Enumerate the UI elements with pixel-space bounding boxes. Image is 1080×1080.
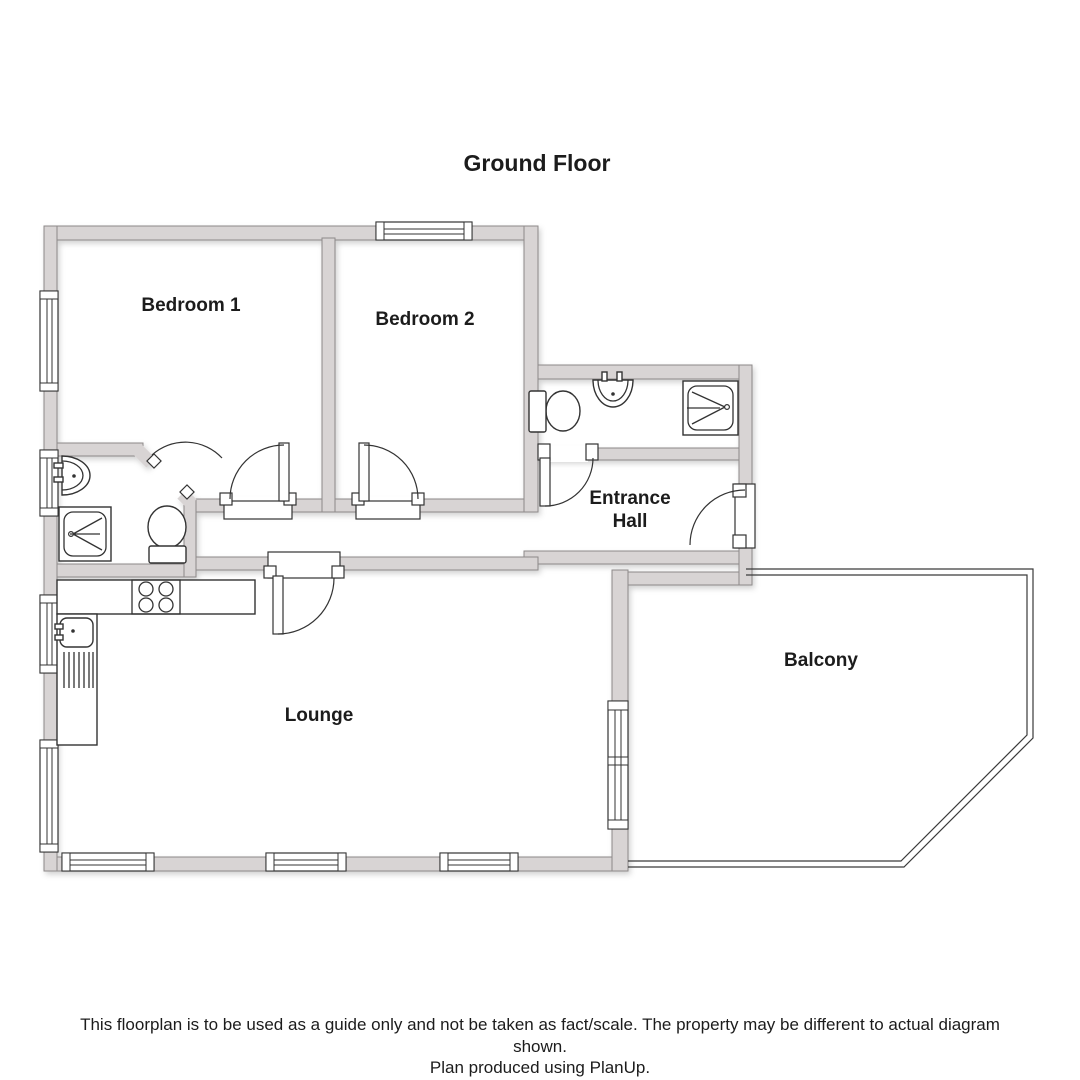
shower-icon-left <box>58 506 112 562</box>
footer-line1: This floorplan is to be used as a guide … <box>80 1015 1000 1034</box>
label-lounge: Lounge <box>285 705 354 726</box>
label-entrance-hall-line1: Entrance <box>589 488 670 509</box>
wall-hall-bottom <box>523 550 740 565</box>
balcony-outline <box>628 568 1034 868</box>
door-bedroom1 <box>219 442 297 520</box>
wash-basin-icon-left <box>53 455 91 496</box>
wall-right <box>738 364 753 586</box>
kitchen-counter <box>56 579 256 746</box>
window-lounge-bottom-1 <box>61 852 155 872</box>
page-title: Ground Floor <box>464 150 611 176</box>
doors <box>146 441 756 635</box>
window-lounge-patio <box>607 700 629 830</box>
door-bathroom <box>537 443 599 507</box>
footer-line2: shown. <box>513 1037 567 1056</box>
label-entrance-hall-line2: Hall <box>613 511 648 532</box>
fixtures <box>53 371 739 746</box>
wall-left-bathroom-bottom <box>43 563 195 578</box>
window-bathroom-left <box>39 449 59 517</box>
label-balcony: Balcony <box>784 650 858 671</box>
window-bedroom2-top <box>375 221 473 241</box>
toilet-icon-left <box>147 505 187 564</box>
wall-below-hall <box>611 571 753 586</box>
windows <box>39 221 629 872</box>
window-lounge-left <box>39 739 59 853</box>
window-lounge-bottom-2 <box>265 852 347 872</box>
room-labels: Bedroom 1 Bedroom 2 Entrance Hall Lounge… <box>141 295 858 726</box>
footer-disclaimer: This floorplan is to be used as a guide … <box>80 1015 1000 1077</box>
wall-lounge-top <box>185 556 539 571</box>
wash-basin-icon <box>592 371 634 408</box>
wall-left-bathroom-right <box>183 498 197 578</box>
footer-line3: Plan produced using PlanUp. <box>430 1058 650 1077</box>
wall-bedroom-divider <box>321 237 336 513</box>
toilet-icon <box>528 390 581 433</box>
drainer-icon <box>63 652 94 688</box>
door-left-bathroom-diagonal <box>146 441 223 500</box>
wall-bedroom1-bottom <box>43 442 144 457</box>
balcony-outer-line <box>628 568 1034 868</box>
hob-icon <box>131 579 181 615</box>
kitchen-sink-icon <box>54 617 94 648</box>
door-front <box>689 483 756 549</box>
wall-bedroom2-right <box>523 225 539 513</box>
wall-bathroom-top <box>523 364 753 380</box>
label-bedroom2: Bedroom 2 <box>375 309 474 330</box>
door-bedroom2 <box>351 442 425 520</box>
window-kitchen-left <box>39 594 59 674</box>
shower-icon <box>682 380 739 436</box>
window-bedroom1-left <box>39 290 59 392</box>
balcony-inner-line <box>628 574 1028 862</box>
window-lounge-bottom-3 <box>439 852 519 872</box>
door-lounge <box>263 551 345 635</box>
label-bedroom1: Bedroom 1 <box>141 295 241 316</box>
